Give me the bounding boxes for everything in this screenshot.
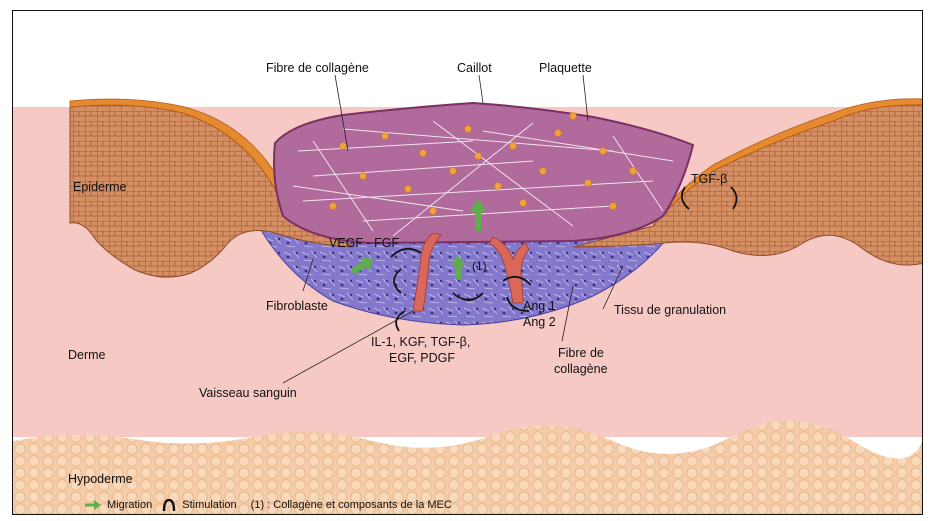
wound-healing-figure: Fibre de collagène Caillot Plaquette Epi… bbox=[12, 10, 923, 515]
label-epiderme: Epiderme bbox=[73, 180, 127, 194]
legend-migration: Migration bbox=[107, 499, 152, 511]
label-hypoderme: Hypoderme bbox=[68, 472, 133, 486]
label-tissu-granulation: Tissu de granulation bbox=[614, 303, 726, 317]
label-derme: Derme bbox=[68, 348, 106, 362]
label-tgf-beta-right: TGF-β bbox=[691, 172, 727, 186]
label-plaquette: Plaquette bbox=[539, 61, 592, 75]
label-one: (1) bbox=[472, 259, 487, 273]
legend: Migration Stimulation (1) : Collagène et… bbox=[85, 499, 452, 511]
legend-stimulation: Stimulation bbox=[182, 499, 236, 511]
label-fibre-collagene-top: Fibre de collagène bbox=[266, 61, 369, 75]
label-caillot: Caillot bbox=[457, 61, 492, 75]
legend-note: (1) : Collagène et composants de la MEC bbox=[251, 499, 452, 511]
label-ang2: Ang 2 bbox=[523, 315, 556, 329]
label-ang1: Ang 1 bbox=[523, 299, 556, 313]
stimulation-legend-icon bbox=[162, 499, 176, 511]
label-cytokines-1: IL-1, KGF, TGF-β, bbox=[371, 335, 470, 349]
label-fibroblaste: Fibroblaste bbox=[266, 299, 328, 313]
migration-legend-arrow-icon bbox=[85, 500, 101, 510]
label-vaisseau: Vaisseau sanguin bbox=[199, 386, 297, 400]
label-fibre-collagene-bottom-1: Fibre de bbox=[558, 346, 604, 360]
label-fibre-collagene-bottom-2: collagène bbox=[554, 362, 608, 376]
wound-healing-diagram: Fibre de collagène Caillot Plaquette Epi… bbox=[13, 11, 923, 515]
label-vegf-fgf: VEGF - FGF bbox=[329, 236, 400, 250]
label-cytokines-2: EGF, PDGF bbox=[389, 351, 455, 365]
